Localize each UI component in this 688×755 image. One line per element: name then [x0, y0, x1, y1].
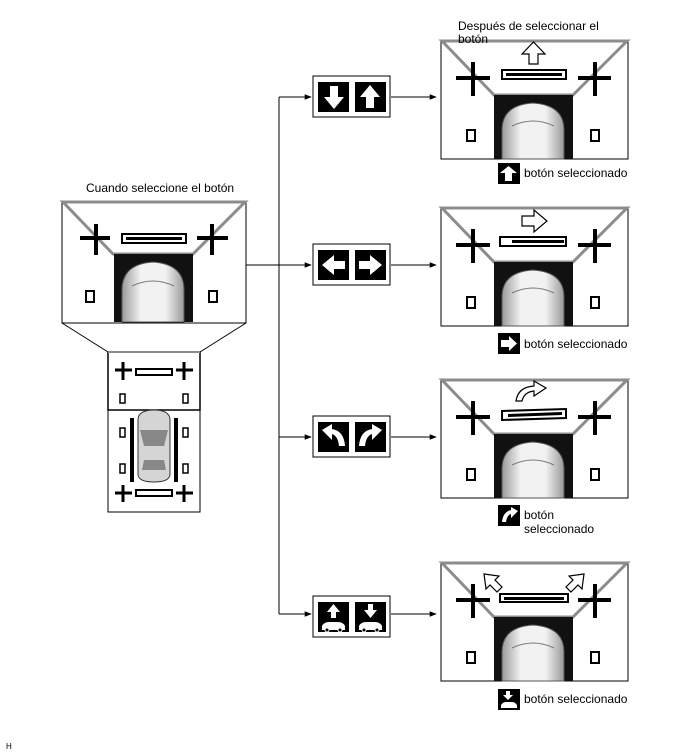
- result-panel-1: [438, 39, 631, 160]
- intro-label: Cuando seleccione el botón: [86, 181, 235, 195]
- rotate-buttons: [312, 415, 391, 458]
- legend-rotate-icon: [498, 505, 520, 526]
- zoom-connector: [61, 322, 247, 353]
- selected-label-2: botón seleccionado: [524, 337, 628, 351]
- car-position-buttons: [312, 595, 391, 638]
- selected-label-4: botón seleccionado: [524, 692, 628, 706]
- car-down-icon: [364, 604, 377, 618]
- legend-up-icon: [498, 163, 520, 184]
- selected-label-3a: botón: [524, 508, 555, 522]
- result-panel-4: [438, 561, 631, 682]
- legend-right-icon: [498, 333, 520, 354]
- up-down-buttons: [312, 75, 391, 118]
- arrow-left-icon: [322, 255, 345, 275]
- arrow-up-icon: [360, 85, 380, 108]
- after-label: Después de seleccionar el botón: [458, 19, 599, 46]
- selected-label-1: botón seleccionado: [524, 166, 628, 180]
- overhead-view-panel: [107, 351, 201, 513]
- connector-lines: [246, 94, 437, 617]
- selected-label-3b: seleccionado: [524, 522, 595, 536]
- camera-view-panel: [59, 200, 249, 324]
- hint-tilt-right-icon: [565, 573, 585, 593]
- hint-tilt-left-icon: [483, 573, 503, 593]
- legend-car-down-icon: [498, 689, 520, 710]
- arrow-down-icon: [324, 86, 344, 109]
- rotate-right-icon: [359, 424, 382, 446]
- result-panel-3: [438, 378, 631, 499]
- rotate-left-icon: [322, 424, 345, 446]
- hint-arrow-up-icon: [520, 41, 547, 65]
- hint-arrow-right-icon: [521, 208, 548, 234]
- result-panel-2: [438, 206, 631, 327]
- arrow-right-icon: [359, 255, 382, 275]
- hint-rotate-icon: [515, 379, 548, 402]
- footer-code: H: [6, 742, 12, 751]
- car-up-icon: [327, 604, 340, 618]
- left-right-buttons: [312, 243, 391, 286]
